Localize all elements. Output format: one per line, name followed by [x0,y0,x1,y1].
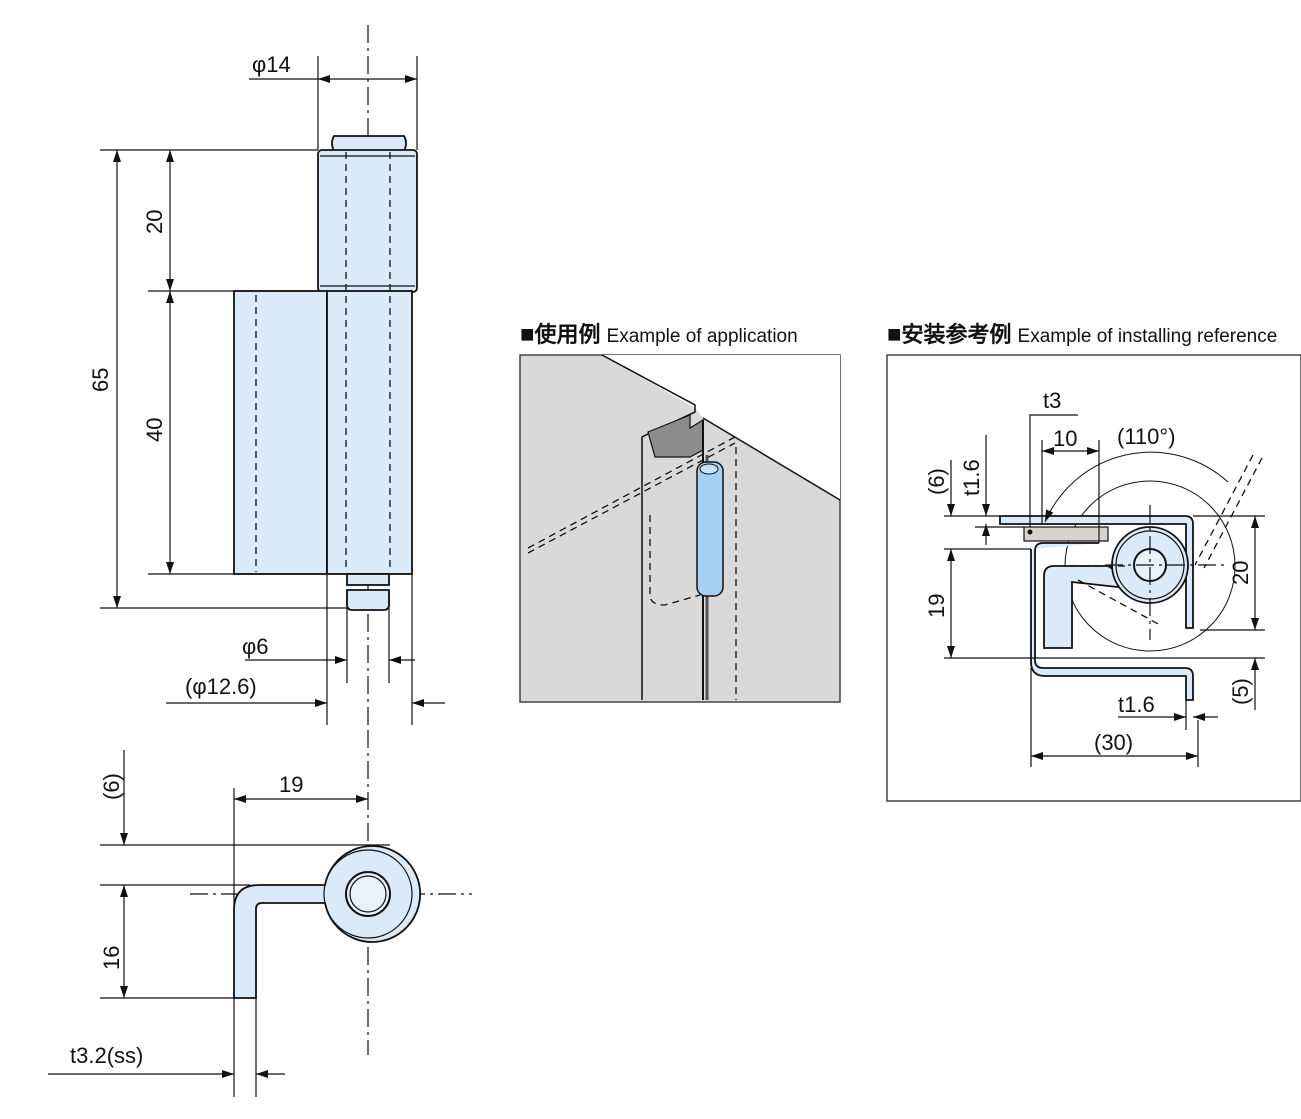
lower-barrel [326,290,413,575]
dim-offset-top: (6) [99,773,124,800]
dim-thickness: t3.2(ss) [70,1043,143,1068]
dim-gasket-width: 10 [1053,426,1077,451]
application-panel: ■使用例 Example of application [519,321,841,703]
hinge-illustration [696,461,724,597]
dim-overall-width: (30) [1094,730,1133,755]
upper-barrel [317,149,418,293]
heading-marker: ■ [520,321,535,348]
dim-overall-height: 65 [88,368,113,392]
dim-barrel-length: 20 [142,210,167,234]
heading-jp: 安装参考例 [902,322,1012,347]
dim-leaf-height: 40 [142,418,167,442]
dim-door-thickness: t1.6 [959,459,984,496]
dim-bottom-offset: (5) [1228,678,1253,705]
pin-neck [346,573,390,586]
dim-top-offset: (6) [924,468,949,495]
gasket [1023,526,1109,542]
top-view: (6) 16 19 t3.2(ss) [48,730,472,1097]
leaf [233,290,328,575]
pin-end [346,589,390,611]
dim-open-angle: (110°) [1117,424,1176,449]
heading-en: Example of application [607,326,798,347]
installing-panel: ■安装参考例 Example of installing reference (1… [886,321,1301,802]
door-sheet [999,515,1194,629]
dim-barrel-diameter: φ14 [252,52,291,77]
dim-pin-diameter: φ6 [242,634,269,659]
dim-leaf-barrel-diameter: (φ12.6) [185,674,257,699]
heading-jp: 使用例 [534,322,601,347]
dim-leaf-offset: 19 [279,772,303,797]
front-view: φ14 65 20 40 φ6 (φ12.6) [88,25,445,730]
dim-leaf-depth: 16 [99,946,124,970]
heading-en: Example of installing reference [1018,326,1278,347]
leaf-profile [233,845,422,999]
dim-frame-depth: 19 [924,594,949,618]
dim-barrel-height: 20 [1228,561,1253,585]
dim-gasket-thickness: t3 [1043,388,1061,413]
dim-frame-thickness: t1.6 [1118,692,1155,717]
pin-head [331,135,407,152]
heading-marker: ■ [887,321,902,348]
